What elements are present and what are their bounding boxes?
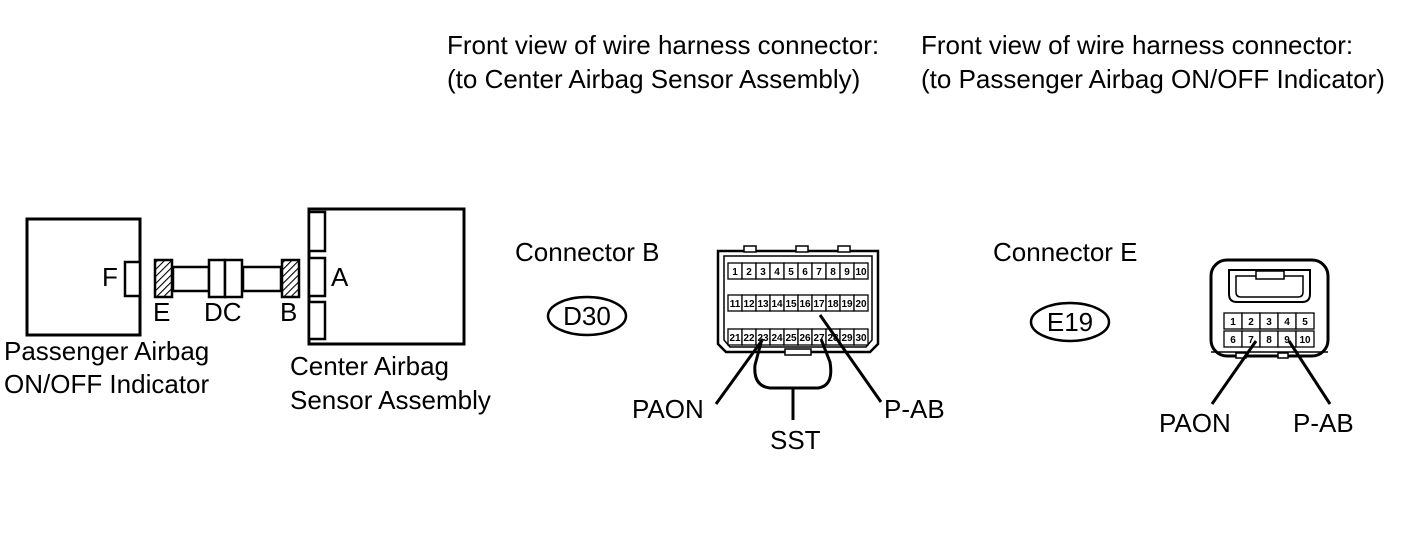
connector-e-pin-label: 6 [1230,335,1236,346]
connector-e-view: Connector E E19 1 2 3 4 5 6 7 8 9 10 PAON P-AB [993,237,1354,438]
connector-b-pin-label: 25 [785,333,797,344]
connector-b-pin-label: 19 [841,299,853,310]
connector-e-pin-label: 8 [1266,335,1272,346]
connector-e-pin-cell [1295,330,1315,348]
connector-b-pin-label: 26 [799,333,811,344]
indicator-box [25,217,142,337]
schematic: F E DC B A Passenger Airbag ON/OFF Indic… [4,207,491,415]
connector-b-pin-label: 24 [771,333,783,344]
connector-b-pin-label: 28 [827,333,839,344]
connector-b-pin-label: 18 [827,299,839,310]
heading-right-line1: Front view of wire harness connector: [921,30,1353,60]
connector-e-pin-label: 9 [1284,335,1290,346]
connector-e-pin-label: 2 [1248,317,1254,328]
heading-right-line2: (to Passenger Airbag ON/OFF Indicator) [921,64,1385,94]
connector-b-pin-label: 4 [774,267,780,278]
connector-b-key-2 [795,245,809,253]
connector-b-pin-label: 13 [757,299,769,310]
connector-b-pin-cell [853,294,869,312]
connector-b-pin-label: 7 [816,267,822,278]
connector-b-pin-label: 3 [760,267,766,278]
connector-b-pin-label: 10 [855,267,867,278]
letter-e: E [153,297,170,327]
connector-b-pin-label: 9 [844,267,850,278]
indicator-label-line2: ON/OFF Indicator [4,369,209,399]
connector-e-pin-label: 10 [1299,335,1311,346]
connector-b-pin-label: 23 [757,333,769,344]
indicator-label-line1: Passenger Airbag [4,336,209,366]
connector-e-pin-label: 5 [1302,317,1308,328]
connector-e-paon-label: PAON [1159,408,1231,438]
connector-b-pin-cell [853,262,869,280]
sensor-label-line2: Sensor Assembly [290,385,491,415]
connector-b-pin-label: 1 [732,267,738,278]
connector-b-key-3 [837,245,851,253]
connector-b-pin-label: 12 [743,299,755,310]
indicator-port [123,260,142,298]
connector-e-code: E19 [1047,307,1093,337]
harness-segment-1 [171,265,211,293]
connector-b-pin-label: 5 [788,267,794,278]
harness-segment-2 [241,265,283,293]
pab-leader-b [818,314,883,403]
heading-left-line1: Front view of wire harness connector: [447,30,879,60]
connector-e-code-oval [1029,301,1111,343]
connector-e-pin-cell [1295,312,1315,330]
connector-d [207,258,227,299]
connector-e-title: Connector E [993,237,1138,267]
connector-e-hatched [153,258,174,299]
connector-b-code-oval [546,295,628,337]
connector-b-pin-label: 14 [771,299,783,310]
sensor-label-line1: Center Airbag [290,351,449,381]
letter-dc: DC [204,297,242,327]
connector-e-lock [1228,269,1311,303]
connector-b-pin-label: 2 [746,267,752,278]
paon-leader-b [714,338,765,405]
connector-b-pin-label: 27 [813,333,825,344]
sensor-port-1 [307,210,327,253]
paon-leader-e [1210,340,1258,405]
connector-e-lock-inner [1235,275,1304,298]
connector-e-pin-label: 1 [1230,317,1236,328]
connector-b-pin-label: 20 [855,299,867,310]
connector-c [223,258,244,299]
connector-e-pab-label: P-AB [1293,408,1354,438]
letter-b: B [280,297,297,327]
port-a-label: A [331,262,349,292]
sensor-port-3 [307,300,327,341]
connector-b-pin-label: 29 [841,333,853,344]
connector-e-foot-2 [1277,352,1289,359]
connector-e-lock-tab [1255,270,1285,280]
connector-b-pin-label: 17 [813,299,825,310]
connector-b-pin-cell [853,328,869,346]
connector-b-latch [784,348,812,356]
connector-b-pin-label: 22 [743,333,755,344]
connector-b-pin-label: 21 [729,333,741,344]
connector-e-pin-label: 3 [1266,317,1272,328]
pab-leader-e [1287,340,1332,405]
connector-b-pin-label: 15 [785,299,797,310]
connector-b-pin-label: 16 [799,299,811,310]
connector-e-pin-label: 4 [1284,317,1290,328]
connector-b-pin-label: 6 [802,267,808,278]
connector-e-pin-label: 7 [1248,335,1254,346]
heading-left-line2: (to Center Airbag Sensor Assembly) [447,64,860,94]
connector-b-pin-label: 8 [830,267,836,278]
connector-b-hatched [280,258,301,299]
connector-b-key-1 [743,245,757,253]
connector-b-sst-label: SST [770,425,821,455]
connector-b-pin-label: 30 [855,333,867,344]
connector-b-pab-label: P-AB [884,394,945,424]
port-f-label: F [102,262,118,292]
sensor-port-2 [307,256,327,298]
connector-b-title: Connector B [515,237,660,267]
connector-b-code: D30 [563,301,611,331]
connector-b-housing-inner [723,255,873,348]
connector-b-pin-label: 11 [730,299,741,310]
connector-b-paon-label: PAON [632,394,704,424]
